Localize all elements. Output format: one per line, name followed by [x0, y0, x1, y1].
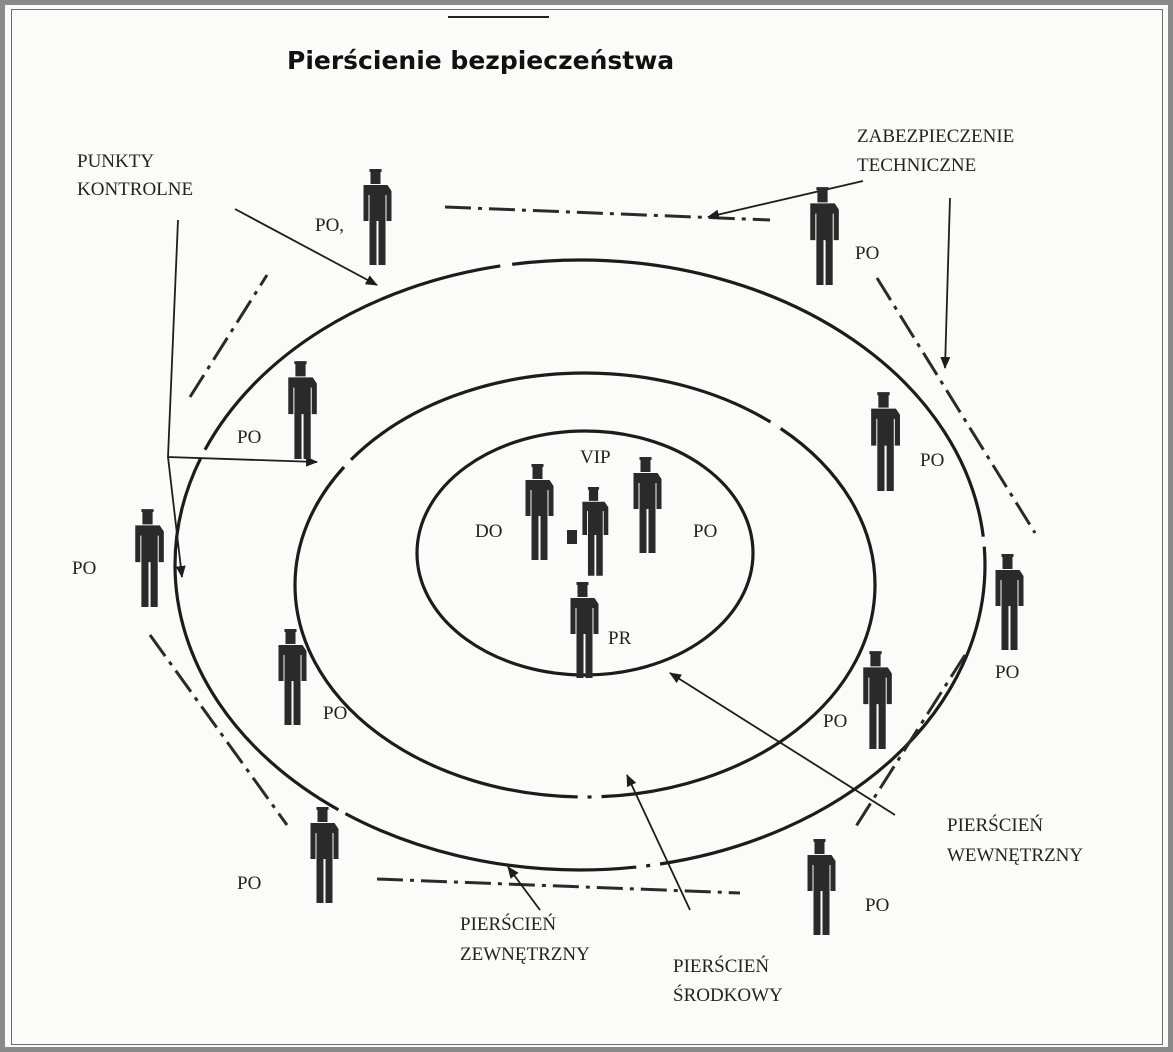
- inner-ring-arrow: [669, 672, 896, 816]
- label-pierscien-zewnetrzny-2: ZEWNĘTRZNY: [460, 944, 590, 965]
- label-zabezpieczenie-2: TECHNICZNE: [857, 155, 976, 176]
- guard-figure-po-inner: [633, 457, 662, 553]
- label-po-right-upper: PO: [920, 450, 944, 471]
- label-po-top-left: PO,: [315, 215, 344, 236]
- guard-figure-do: [525, 464, 554, 560]
- label-po-inner: PO: [693, 521, 717, 542]
- middle-ring: [293, 371, 877, 799]
- guard-figure-top-right: [810, 187, 839, 285]
- label-pierscien-srodkowy-1: PIERŚCIEŃ: [673, 955, 769, 977]
- guard-figure-outer-left-upper: [288, 361, 317, 459]
- label-po-left: PO: [72, 558, 96, 579]
- security-rings-diagram: Pierścienie bezpieczeństwa: [72, 16, 1083, 1006]
- label-pierscien-wewnetrzny-2: WEWNĘTRZNY: [947, 845, 1083, 866]
- punkty-kontrolne-arrows: [167, 208, 378, 578]
- label-pierscien-srodkowy-2: ŚRODKOWY: [673, 984, 783, 1006]
- label-po-bottom-right: PO: [865, 895, 889, 916]
- label-pierscien-zewnetrzny-1: PIERŚCIEŃ: [460, 913, 556, 935]
- outer-ring: [173, 258, 987, 872]
- vip-figure: [582, 486, 609, 576]
- guard-figure-bottom-left: [310, 807, 339, 903]
- guard-figure-right: [995, 554, 1024, 650]
- outer-ring-arrow: [507, 866, 541, 911]
- label-punkty-kontrolne-1: PUNKTY: [77, 151, 154, 172]
- guard-figure-lower-right: [863, 651, 892, 749]
- label-pr: PR: [608, 628, 632, 649]
- label-po-top-right: PO: [855, 243, 879, 264]
- zabezpieczenie-arrows: [707, 180, 951, 369]
- guard-figure-top-left: [363, 169, 392, 265]
- middle-ring-arrow: [626, 774, 691, 911]
- guard-figure-bottom-right: [807, 839, 836, 935]
- guard-figure-right-upper: [871, 392, 900, 491]
- label-po-outer-left-upper: PO: [237, 427, 261, 448]
- guard-figure-left: [135, 509, 164, 607]
- guard-figure-lower-left: [278, 629, 307, 725]
- label-do: DO: [475, 521, 502, 542]
- label-zabezpieczenie-1: ZABEZPIECZENIE: [857, 126, 1014, 147]
- label-po-bottom-left: PO: [237, 873, 261, 894]
- perimeter-line-lower-right: [851, 654, 967, 832]
- label-punkty-kontrolne-2: KONTROLNE: [77, 179, 193, 200]
- perimeter-line-lower-left: [148, 634, 289, 826]
- perimeter-line-bottom: [376, 877, 741, 895]
- guard-figure-pr: [570, 582, 599, 678]
- diagram-title: Pierścienie bezpieczeństwa: [287, 46, 674, 75]
- inner-ring: [415, 429, 755, 677]
- inner-frame: [11, 9, 1163, 1045]
- perimeter-line-upper-left: [188, 274, 269, 398]
- label-po-lower-right: PO: [823, 711, 847, 732]
- vip-briefcase: [567, 530, 577, 544]
- label-pierscien-wewnetrzny-1: PIERŚCIEŃ: [947, 814, 1043, 836]
- perimeter-line-right: [875, 277, 1037, 534]
- label-po-right: PO: [995, 662, 1019, 683]
- label-vip: VIP: [580, 447, 611, 468]
- label-po-lower-left: PO: [323, 703, 347, 724]
